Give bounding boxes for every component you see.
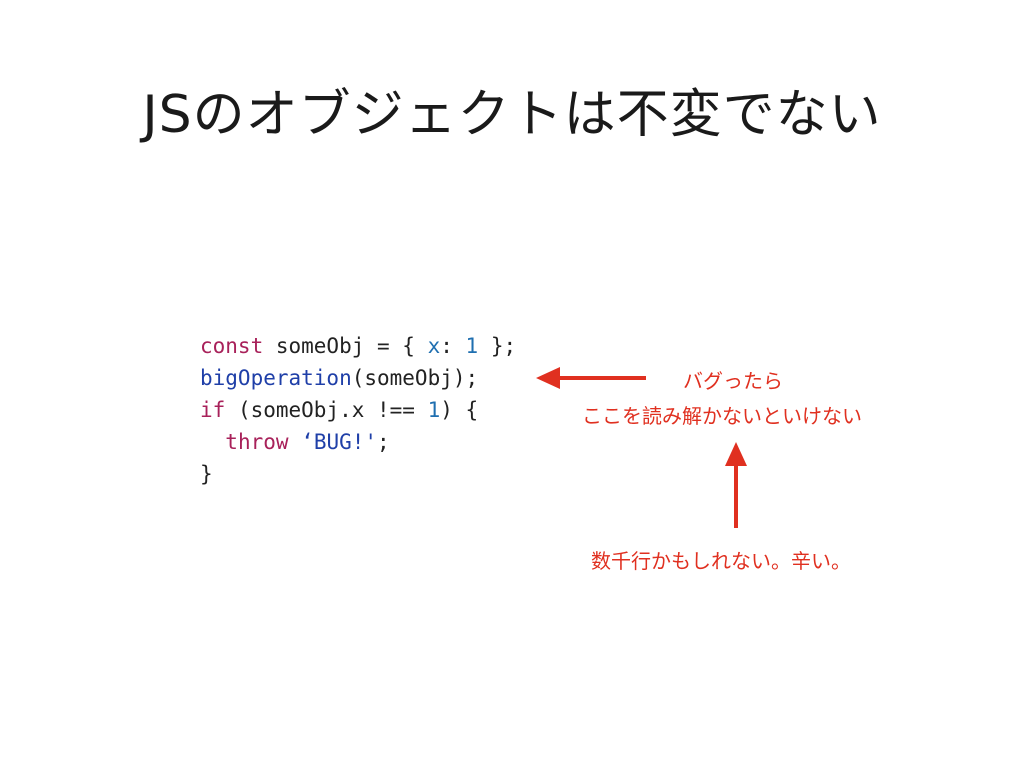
code-property: x xyxy=(427,334,441,358)
code-text: : xyxy=(440,334,466,358)
code-line-5: } xyxy=(200,458,516,490)
code-keyword: if xyxy=(200,398,226,422)
code-text: ; xyxy=(377,430,390,454)
annotation-thousands-lines: 数千行かもしれない。辛い。 xyxy=(591,549,851,573)
code-number: 1 xyxy=(427,398,441,422)
slide-title: JSのオブジェクトは不変でない xyxy=(142,85,882,145)
code-line-1: const someObj = { x: 1 }; xyxy=(200,330,516,362)
code-text: }; xyxy=(478,334,517,358)
code-text: } xyxy=(200,462,213,486)
code-keyword: throw xyxy=(225,430,289,454)
code-number: 1 xyxy=(465,334,479,358)
code-line-4: throw ‘BUG!'; xyxy=(200,426,516,458)
code-line-2: bigOperation(someObj); xyxy=(200,362,516,394)
code-text: someObj = { xyxy=(263,334,428,358)
code-function: bigOperation xyxy=(200,366,352,390)
code-text: ) { xyxy=(440,398,479,422)
code-block: const someObj = { x: 1 };bigOperation(so… xyxy=(200,330,516,490)
code-text: (someObj.x !== xyxy=(225,398,428,422)
code-string: ‘BUG!' xyxy=(301,430,378,454)
code-keyword: const xyxy=(200,334,264,358)
code-line-3: if (someObj.x !== 1) { xyxy=(200,394,516,426)
left-arrow-icon xyxy=(536,367,646,389)
up-arrow-icon xyxy=(725,442,747,528)
annotation-must-read: ここを読み解かないといけない xyxy=(582,404,862,428)
annotation-bug: バグったら xyxy=(683,369,783,393)
code-text: (someObj); xyxy=(351,366,479,390)
